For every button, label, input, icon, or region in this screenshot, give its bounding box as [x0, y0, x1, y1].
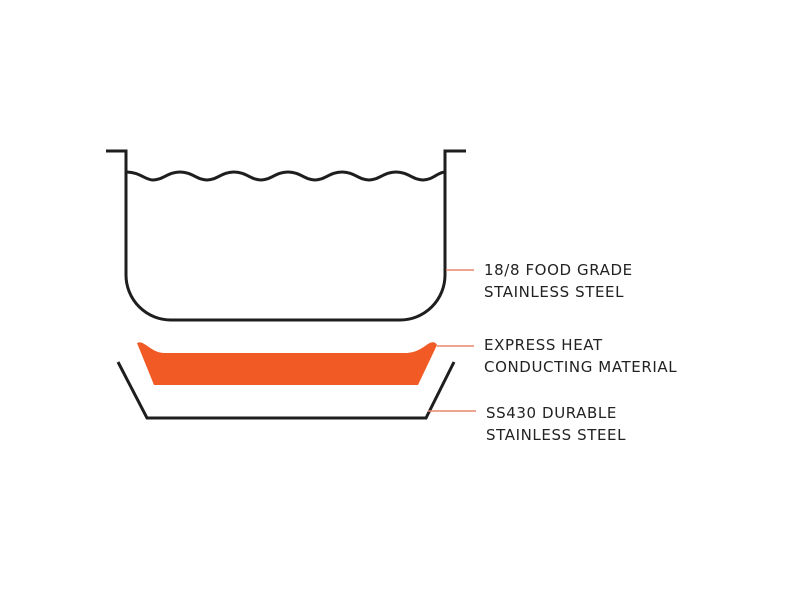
heat-layer-shape	[137, 342, 437, 385]
label-outer-base-line1: SS430 DURABLE	[486, 404, 617, 422]
label-inner-pot-line2: STAINLESS STEEL	[484, 283, 625, 301]
label-outer-base: SS430 DURABLE STAINLESS STEEL	[486, 402, 626, 446]
label-heat-layer-line2: CONDUCTING MATERIAL	[484, 358, 678, 376]
water-wave	[125, 170, 446, 182]
label-heat-layer-line1: EXPRESS HEAT	[484, 336, 603, 354]
pot-outline	[106, 149, 466, 322]
label-inner-pot: 18/8 FOOD GRADE STAINLESS STEEL	[484, 259, 633, 303]
inner-pot-shape	[106, 149, 466, 322]
label-heat-layer: EXPRESS HEAT CONDUCTING MATERIAL	[484, 334, 677, 378]
outer-base-shape	[116, 361, 456, 420]
label-inner-pot-line1: 18/8 FOOD GRADE	[484, 261, 633, 279]
label-outer-base-line2: STAINLESS STEEL	[486, 426, 627, 444]
